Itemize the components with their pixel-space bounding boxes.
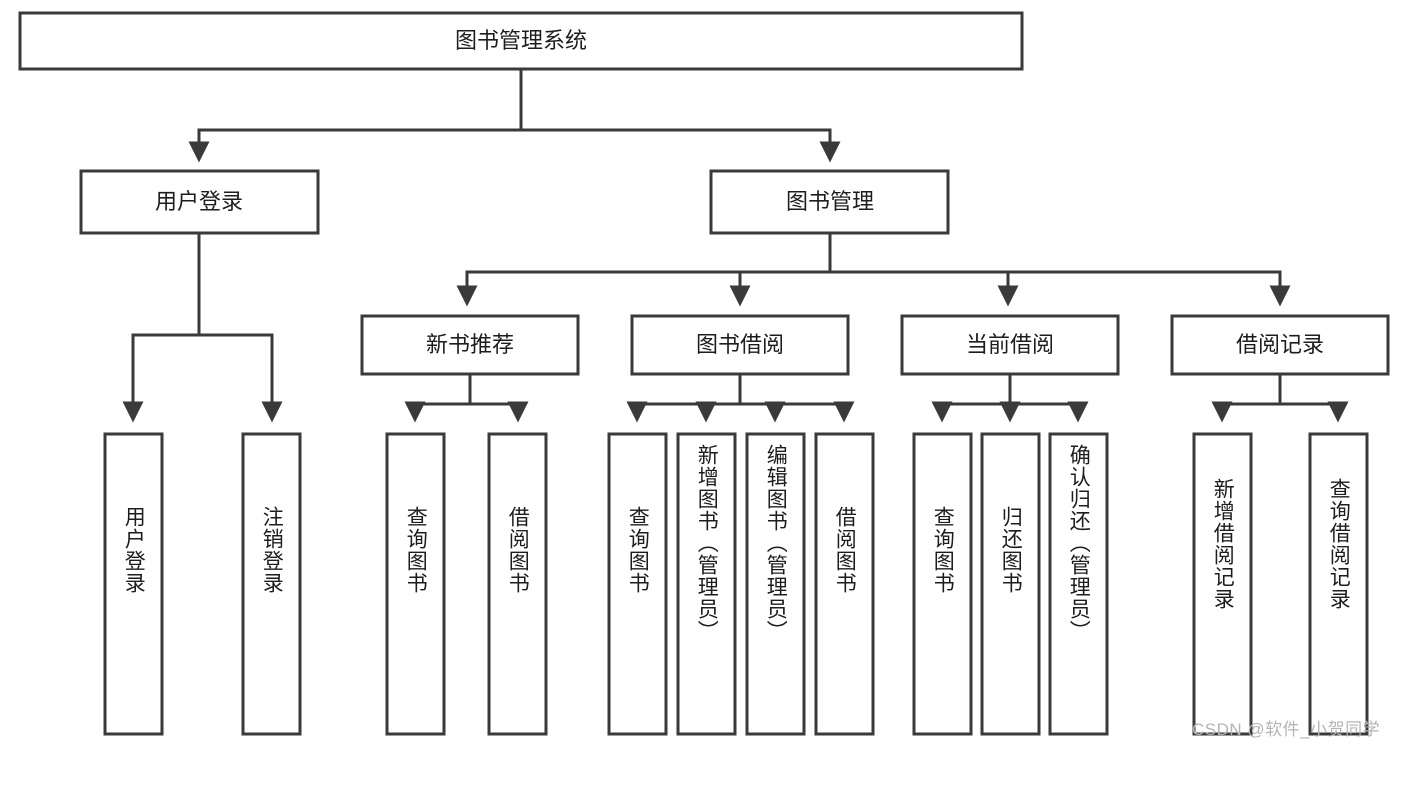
leaf-box-new-book-1[interactable] [385,432,446,736]
hierarchy-diagram: 图书管理系统 用户登录 图书管理 新书推荐 图书借阅 当前借阅 [18,11,1390,739]
node-user-login-label: 用户登录 [155,189,243,214]
node-new-book-box[interactable] [360,314,580,376]
node-current-borrow-box[interactable] [900,314,1120,376]
tree-svg: 图书管理系统 用户登录 图书管理 新书推荐 图书借阅 当前借阅 [18,11,1390,736]
leaf-box-borrow-record-1[interactable] [1192,432,1253,736]
leaf-box-current-borrow-1[interactable] [912,432,973,736]
leaf-box-user-login-2[interactable] [241,432,302,736]
leaf-box-book-borrow-1[interactable] [607,432,668,736]
leaf-box-user-login-1[interactable] [103,432,164,736]
node-root-label: 图书管理系统 [455,28,587,53]
leaf-box-book-borrow-2[interactable] [676,432,737,736]
node-borrow-record-box[interactable] [1170,314,1390,376]
node-book-borrow-label: 图书借阅 [696,332,784,357]
node-new-book-label: 新书推荐 [426,332,514,357]
node-book-mgmt-label: 图书管理 [786,189,874,214]
node-book-mgmt-box[interactable] [709,169,950,235]
node-book-borrow-box[interactable] [630,314,850,376]
leaf-box-book-borrow-3[interactable] [745,432,806,736]
csdn-watermark: CSDN @软件_小贺同学 [1192,720,1381,739]
node-root-box[interactable] [18,11,1024,71]
node-current-borrow-label: 当前借阅 [966,332,1054,357]
node-borrow-record-label: 借阅记录 [1236,332,1324,357]
leaf-box-current-borrow-3[interactable] [1048,432,1109,736]
leaf-box-borrow-record-2[interactable] [1308,432,1369,736]
leaf-box-current-borrow-2[interactable] [980,432,1041,736]
leaf-box-new-book-2[interactable] [487,432,548,736]
leaf-box-book-borrow-4[interactable] [814,432,875,736]
